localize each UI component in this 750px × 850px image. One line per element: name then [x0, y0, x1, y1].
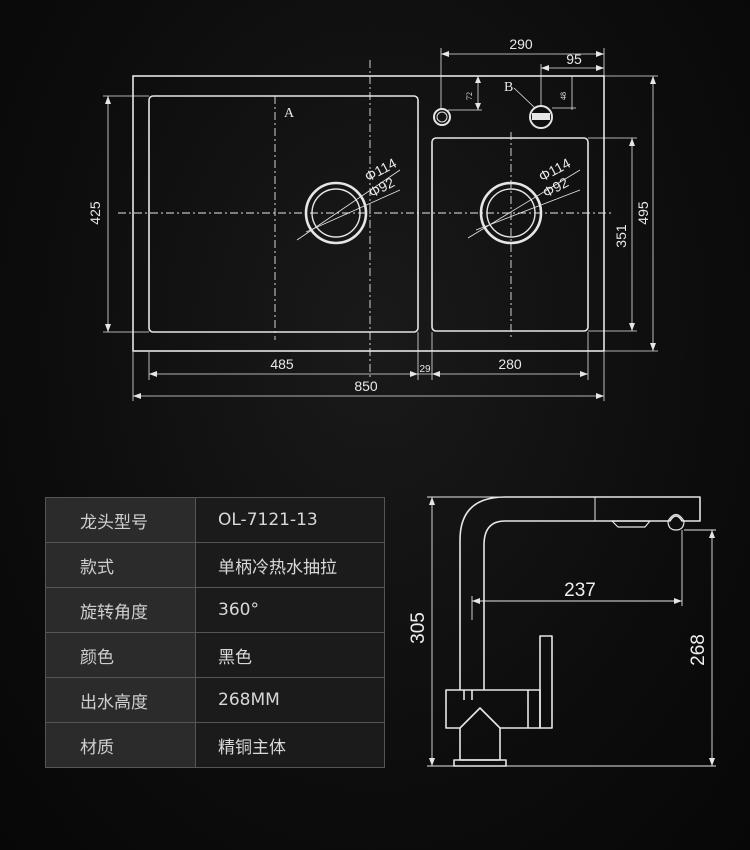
sink-drawing: 290 95 72 48 425 495 351 485 29 280 850 … — [87, 36, 658, 401]
table-row: 旋转角度 360° — [45, 587, 385, 633]
dim-95: 95 — [566, 51, 582, 67]
table-row: 材质 精铜主体 — [45, 722, 385, 768]
spec-value: 268MM — [195, 677, 385, 723]
tap-hole-a — [433, 108, 451, 126]
spec-key: 颜色 — [45, 632, 196, 678]
label-b: B — [504, 80, 513, 95]
dim-72: 72 — [465, 92, 474, 100]
spec-value: 精铜主体 — [195, 722, 385, 768]
dim-351: 351 — [613, 224, 629, 248]
dim-29: 29 — [419, 364, 431, 375]
faucet-body — [445, 689, 529, 729]
spec-value: 360° — [195, 587, 385, 633]
spec-key: 材质 — [45, 722, 196, 768]
label-a: A — [284, 106, 295, 121]
spec-key: 龙头型号 — [45, 497, 196, 543]
right-basin — [431, 137, 589, 332]
dim-height-268: 268 — [688, 634, 709, 666]
table-row: 出水高度 268MM — [45, 677, 385, 723]
dim-reach-237: 237 — [564, 580, 596, 601]
table-row: 龙头型号 OL-7121-13 — [45, 497, 385, 543]
dim-height-305: 305 — [408, 612, 429, 644]
dim-290: 290 — [509, 36, 533, 52]
dim-495: 495 — [635, 201, 651, 225]
faucet-spout — [459, 496, 701, 690]
dim-425: 425 — [87, 201, 103, 225]
spec-key: 款式 — [45, 542, 196, 588]
table-row: 款式 单柄冷热水抽拉 — [45, 542, 385, 588]
dim-850: 850 — [354, 378, 378, 394]
table-row: 颜色 黑色 — [45, 632, 385, 678]
spec-value: OL-7121-13 — [195, 497, 385, 543]
left-basin — [148, 95, 419, 333]
dim-485: 485 — [270, 356, 294, 372]
spec-value: 单柄冷热水抽拉 — [195, 542, 385, 588]
dim-48: 48 — [559, 92, 568, 100]
spec-key: 出水高度 — [45, 677, 196, 723]
sink-outer-rim — [132, 75, 605, 352]
faucet-handle — [539, 635, 553, 729]
spec-table: 龙头型号 OL-7121-13 款式 单柄冷热水抽拉 旋转角度 360° 颜色 … — [45, 497, 385, 768]
spec-value: 黑色 — [195, 632, 385, 678]
spec-key: 旋转角度 — [45, 587, 196, 633]
dim-280: 280 — [498, 356, 522, 372]
